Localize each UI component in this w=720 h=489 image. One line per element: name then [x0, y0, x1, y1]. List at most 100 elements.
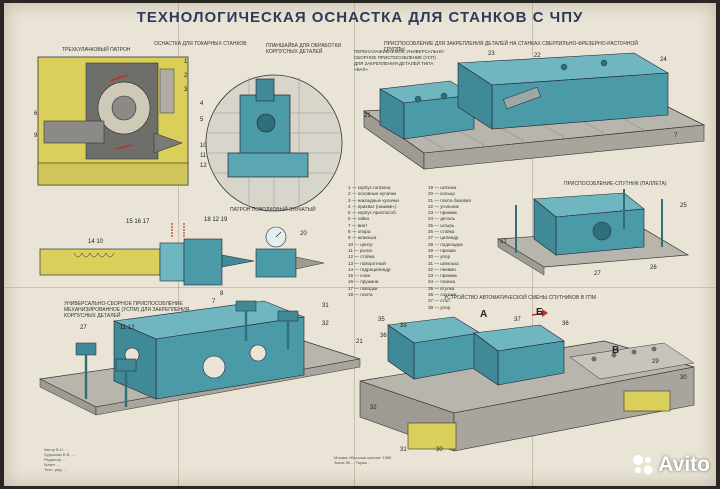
callout-number: 14 10 [88, 239, 104, 245]
legend-item: 16 — пружина [348, 279, 379, 285]
legend-item: 9 — шпилька [348, 235, 377, 241]
legend-item: 27 — цилиндр [428, 235, 459, 241]
chuck-drawing [37, 56, 189, 186]
callout-number: 20 [300, 231, 307, 237]
callout-number: 9 [34, 133, 38, 139]
caption-lathe-tooling: ОСНАСТКА ДЛЯ ТОКАРНЫХ СТАНКОВ [154, 41, 247, 47]
legend-item: 23 — прижим [428, 210, 457, 216]
poster-illustrations [37, 52, 706, 452]
legend-item: 38 — упор [428, 304, 451, 310]
callout-number: 31 [400, 447, 407, 453]
callout-number: 3 [184, 87, 188, 93]
legend-item: 37 — стол [428, 298, 450, 304]
legend-item: 20 — кольцо [428, 191, 455, 197]
legend-item: 12 — стойка [348, 254, 375, 260]
poster: ТЕХНОЛОГИЧЕСКАЯ ОСНАСТКА ДЛЯ СТАНКОВ С Ч… [4, 3, 716, 486]
legend-item: 1 — корпус патрона [348, 185, 391, 190]
legend-item: 25 — штырь [428, 222, 455, 228]
callout-number: 18 12 19 [204, 217, 228, 223]
pallet-changer-drawing [359, 309, 695, 452]
section-letter-a: А [480, 309, 488, 320]
watermark-text: Avito [658, 453, 710, 476]
callout-number: 8 [220, 291, 224, 297]
legend-item: 28 — подкладка [428, 241, 463, 247]
callout-number: 27 [594, 271, 601, 277]
legend-item: 30 — упор [428, 254, 451, 260]
callout-number: 23 [488, 51, 495, 57]
callout-number: 27 [80, 325, 87, 331]
legend-item: 33 — прижим [428, 273, 457, 279]
callout-number: 32 [370, 405, 377, 411]
legend-column-2: 19 — шпонка 20 — кольцо 21 — плита базов… [428, 185, 471, 311]
poster-title: ТЕХНОЛОГИЧЕСКАЯ ОСНАСТКА ДЛЯ СТАНКОВ С Ч… [136, 9, 584, 26]
callout-number: 21 [364, 113, 371, 119]
legend-item: 31 — шпилька [428, 260, 459, 266]
caption-uspm: УНИВЕРСАЛЬНО-СБОРНОЕ ПРИСПОСОБЛЕНИЕ МЕХА… [64, 301, 190, 319]
caption-drilling-milling: ПРИСПОСОБЛЕНИЕ ДЛЯ ЗАКРЕПЛЕНИЯ ДЕТАЛЕЙ Н… [384, 41, 638, 53]
legend-item: 11 — рычаг [348, 247, 373, 253]
callout-number: 10 [200, 143, 207, 149]
credit-line: Автор В.Н. ... [44, 447, 69, 452]
legend-item: 35 — втулка [428, 285, 455, 291]
caption-three-jaw-chuck: ТРЕХКУЛАЧКОВЫЙ ПАТРОН [62, 47, 131, 53]
callout-number: 30 [680, 375, 687, 381]
section-letter-b: Б [536, 307, 544, 318]
callout-number: 11 [200, 153, 207, 159]
callout-number: 35 [378, 317, 385, 323]
credit-line: Техн. ред. ... [44, 467, 68, 472]
callout-number: 12 [200, 163, 207, 169]
callout-number: 24 [660, 57, 667, 63]
uspm-drawing [38, 300, 361, 416]
legend-item: 6 — гайка [348, 216, 370, 222]
legend-item: 10 — центр [348, 241, 373, 247]
legend-item: 29 — призма [428, 247, 456, 253]
legend-item: 24 — деталь [428, 216, 456, 222]
faceplate-drawing [205, 74, 343, 212]
credits-block: Автор В.Н. ... Художник В.В. ... Редакто… [44, 447, 75, 472]
credit-line: Редактор ... [44, 457, 66, 462]
legend-item: 18 — плита [348, 292, 373, 298]
legend-item: 3 — накладные кулачки [348, 197, 399, 203]
legend-item: 19 — шпонка [428, 185, 457, 190]
callout-number: 5 [200, 117, 204, 123]
callout-number: 33 [400, 323, 407, 329]
callout-number: 6 [34, 111, 38, 117]
callout-number: 29 [652, 359, 659, 365]
callout-number: 21 [356, 339, 363, 345]
callout-number: 11 12 [120, 325, 135, 331]
publisher-line: Заказ № ... Тираж ... [334, 460, 372, 465]
caption-auto-pallet: УСТРОЙСТВО АВТОМАТИЧЕСКОЙ СМЕНЫ СПУТНИКО… [444, 295, 596, 301]
legend-item: 14 — гидроцилиндр [348, 266, 391, 272]
legend-item: 15 — клин [348, 273, 371, 279]
legend-item: 4 — прихват (нажимн.) [348, 203, 397, 209]
callout-number: 36 [562, 321, 569, 327]
callout-number: 2 [184, 73, 188, 79]
callout-number: 30 [436, 447, 443, 453]
avito-logo-icon [633, 455, 653, 475]
callout-number: 31 [500, 239, 507, 245]
fold-line [354, 3, 355, 486]
driving-chuck-drawing [39, 223, 325, 286]
legend-item: 36 — спутник [428, 292, 457, 298]
callout-number: 4 [200, 101, 204, 107]
callout-number: 25 [680, 203, 687, 209]
legend-item: 26 — стойка [428, 229, 455, 235]
legend-item: 2 — основные кулачки [348, 191, 397, 197]
legend-item: 34 — планка [428, 279, 456, 285]
legend-item: 22 — угольник [428, 203, 459, 209]
caption-reconfigurable: ПЕРЕНАЛАЖИВАЕМОЕ УНИВЕРСАЛЬНО-СБОРНОЕ ПР… [354, 49, 445, 72]
caption-faceplate: ПЛАНШАЙБА ДЛЯ ОБРАБОТКИ КОРПУСНЫХ ДЕТАЛЕ… [266, 43, 342, 55]
callout-number: 22 [534, 53, 541, 59]
legend-item: 5 — корпус приспособ. [348, 210, 397, 216]
caption-pallet: ПРИСПОСОБЛЕНИЕ-СПУТНИК (ПАЛЛЕТА) [564, 181, 667, 187]
legend-item: 7 — винт [348, 222, 368, 228]
caption-driving-chuck: ПАТРОН ПОВОДКОВЫЙ ЗУБЧАТЫЙ [230, 207, 316, 213]
callout-number: 26 [650, 265, 657, 271]
callout-number: 1 [184, 59, 188, 65]
publisher-line: Москва «Высшая школа» 1989 [334, 455, 392, 460]
legend-item: 17 — поводки [348, 285, 378, 291]
legend-item: 8 — опора [348, 229, 371, 235]
pallet-drawing [496, 189, 690, 276]
credit-line: Макет ... [44, 462, 60, 467]
